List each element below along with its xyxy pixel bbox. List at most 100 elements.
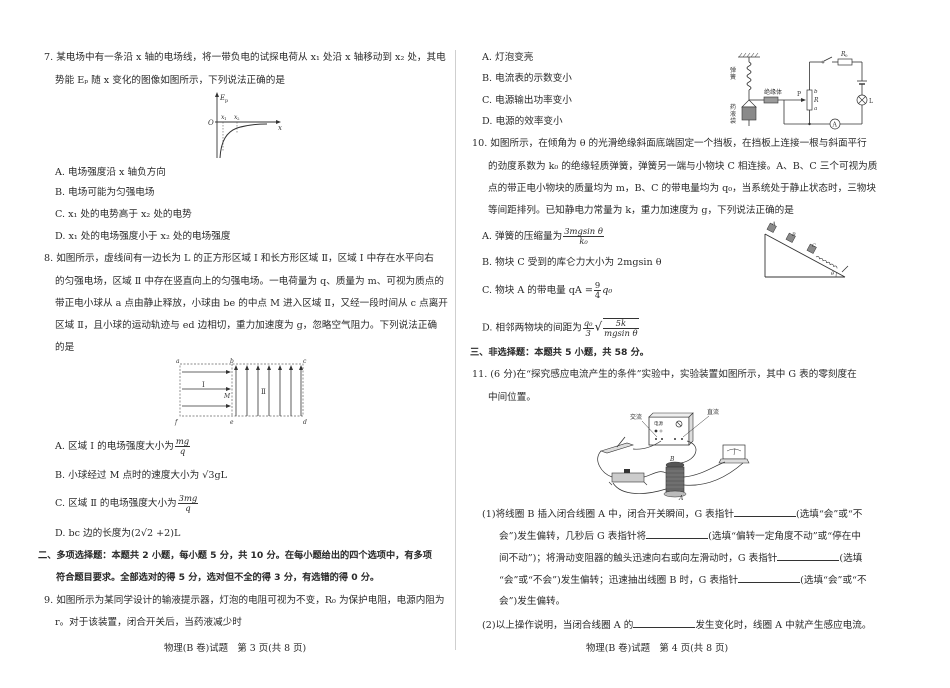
svg-text:交流: 交流 [630,413,642,421]
svg-text:M: M [223,393,231,400]
svg-text:B: B [791,232,796,238]
section-2-heading: 二、多项选择题：本题共 2 小题，每小题 5 分，共 10 分。在每小题给出的四… [38,550,432,561]
q8-option-d: D. bc 边的长度为(2√2 +2)L [55,528,181,539]
svg-text:弹: 弹 [730,66,736,74]
svg-text:x: x [278,124,282,132]
svg-text:R: R [813,97,819,104]
page-footer-left: 物理(B 卷)试题 第 3 页(共 8 页) [164,643,307,654]
q8-stem-line4: 区域 Ⅱ，且小球的运动轨迹与 ed 边相切，重力加速度为 g，忽略空气阻力。下列… [55,320,438,331]
q11-part1-line2: 会”)发生偏转，几秒后 G 表指针将(选填“偏转一定角度不动”或“停在中 [499,529,861,542]
page-3: 7. 某电场中有一条沿 x 轴的电场线，将一带负电的试探电荷从 x₁ 处沿 x … [0,0,460,688]
answer-blank-2[interactable] [646,529,709,539]
svg-text:a: a [814,106,817,112]
q11-experiment-apparatus: 电源 交流 直流 B A [597,408,750,502]
svg-text:2: 2 [237,116,240,121]
q10-stem-line2: 的劲度系数为 k₀ 的绝缘轻质弹簧，弹簧另一端与小物块 C 相连接。A、B、C … [488,161,878,172]
q11-stem-line2: 中间位置。 [488,392,536,403]
svg-text:O: O [208,119,214,127]
svg-text:B: B [669,456,675,463]
q8-stem-line5: 的是 [55,342,75,353]
svg-text:药: 药 [730,103,736,111]
q10-stem-line4: 等间距排列。已知静电力常量为 k，重力加速度为 g，下列说法正确的是 [488,205,794,216]
svg-text:b: b [814,89,818,95]
q7-option-a: A. 电场强度沿 x 轴负方向 [55,167,166,178]
svg-text:P: P [797,91,801,98]
svg-text:簧: 簧 [730,73,736,81]
q7-stem-line2: 势能 Eₚ 随 x 变化的图像如图所示，下列说法正确的是 [55,75,285,86]
svg-text:a: a [176,358,180,365]
q8-stem-line3: 带正电小球从 a 点由静止释放，小球由 be 的中点 M 进入区域 Ⅱ，又经一段… [55,298,448,309]
svg-text:x: x [234,114,238,121]
svg-text:x: x [221,114,225,121]
q8-option-b: B. 小球经过 M 点时的速度大小为 √3gL [55,470,227,481]
svg-text:L: L [869,98,873,105]
answer-blank-4[interactable] [738,573,801,583]
svg-text:b: b [230,358,234,365]
svg-text:袋: 袋 [730,117,736,125]
svg-text:绝缘体: 绝缘体 [764,88,782,96]
section-2-instructions: 符合题目要求。全部选对的得 5 分，选对但不全的得 3 分，有选错的得 0 分。 [56,572,380,583]
q8-stem-line1: 8. 如图所示，虚线间有一边长为 L 的正方形区域 Ⅰ 和长方形区域 Ⅱ，区域 … [44,253,434,264]
svg-text:A: A [832,122,838,129]
svg-text:c: c [303,358,307,365]
q10-option-b: B. 物块 C 受到的库仑力大小为 2mgsin θ [482,257,662,268]
q7-option-b: B. 电场可能为匀强电场 [55,187,155,198]
svg-text:液: 液 [730,110,736,118]
q8-stem-line2: 的匀强电场，区域 Ⅱ 中存在竖直向上的匀强电场。一电荷量为 q、质量为 m、可视… [55,276,444,287]
q9-stem-line2: r。对于该装置，闭合开关后，当药液减少时 [55,617,242,628]
svg-text:f: f [174,419,179,426]
svg-text:C: C [812,243,816,249]
q10-stem-line1: 10. 如图所示，在倾角为 θ 的光滑绝缘斜面底端固定一个挡板，在挡板上连接一根… [472,138,867,149]
page-divider [455,50,456,650]
page-footer-right: 物理(B 卷)试题 第 4 页(共 8 页) [586,643,729,654]
q11-part1-line3: 间不动”)；将滑动变阻器的触头迅速向右或向左滑动时，G 表指针(选填 [499,551,863,564]
q9-option-b: B. 电流表的示数变小 [482,73,572,84]
svg-text:d: d [303,419,307,426]
sqrt-sign: √ [594,319,603,334]
q7-stem-line1: 7. 某电场中有一条沿 x 轴的电场线，将一带负电的试探电荷从 x₁ 处沿 x … [44,52,446,63]
svg-text:电源: 电源 [654,420,663,427]
q8-field-diagram: a b c d e f M Ⅰ Ⅱ [174,358,307,426]
page-4: A. 灯泡变亮 B. 电流表的示数变小 C. 电源输出功率变小 D. 电源的效率… [462,0,950,688]
svg-text:0: 0 [845,53,848,58]
q7-option-d: D. x₁ 处的电场强度小于 x₂ 处的电场强度 [55,231,231,242]
answer-blank-5[interactable] [633,618,696,628]
svg-text:R: R [840,51,846,58]
q9-stem-line1: 9. 如图所示为某同学设计的输液提示器，灯泡的电阻可视为不变，R₀ 为保护电阻，… [44,595,445,606]
section-3-heading: 三、非选择题：本题共 5 小题，共 58 分。 [470,347,649,358]
q11-part2: (2)以上操作说明，当闭合线圈 A 的发生变化时，线圈 A 中就产生感应电流。 [482,618,872,631]
svg-text:E: E [219,94,225,102]
q11-stem-line1: 11. (6 分)在“探究感应电流产生的条件”实验中，实验装置如图所示，其中 G… [472,369,857,380]
q9-option-a: A. 灯泡变亮 [482,52,534,63]
svg-text:A: A [678,495,684,502]
q7-option-c: C. x₁ 处的电势高于 x₂ 处的电势 [55,209,192,220]
svg-text:Ⅱ: Ⅱ [261,388,266,396]
svg-text:Ⅰ: Ⅰ [202,381,205,389]
q11-part1-line4: “会”或“不会”)发生偏转；迅速抽出线圈 B 时，G 表指针(选填“会”或“不 [499,573,867,586]
answer-blank-1[interactable] [733,507,796,517]
q10-incline-diagram: A B C θ [764,221,849,278]
q11-part1-line1: (1)将线圈 B 插入闭合线圈 A 中，闭合开关瞬间，G 表指针(选填“会”或“… [482,507,863,520]
answer-blank-3[interactable] [777,551,840,561]
svg-text:e: e [230,419,234,426]
svg-text:直流: 直流 [707,408,719,416]
svg-text:1: 1 [224,116,227,121]
svg-text:A: A [771,221,776,227]
q11-part1-line5: 会”)发生偏转。 [499,596,566,607]
q9-option-c: C. 电源输出功率变小 [482,95,572,106]
q9-option-d: D. 电源的效率变小 [482,116,563,127]
svg-text:p: p [225,98,228,104]
